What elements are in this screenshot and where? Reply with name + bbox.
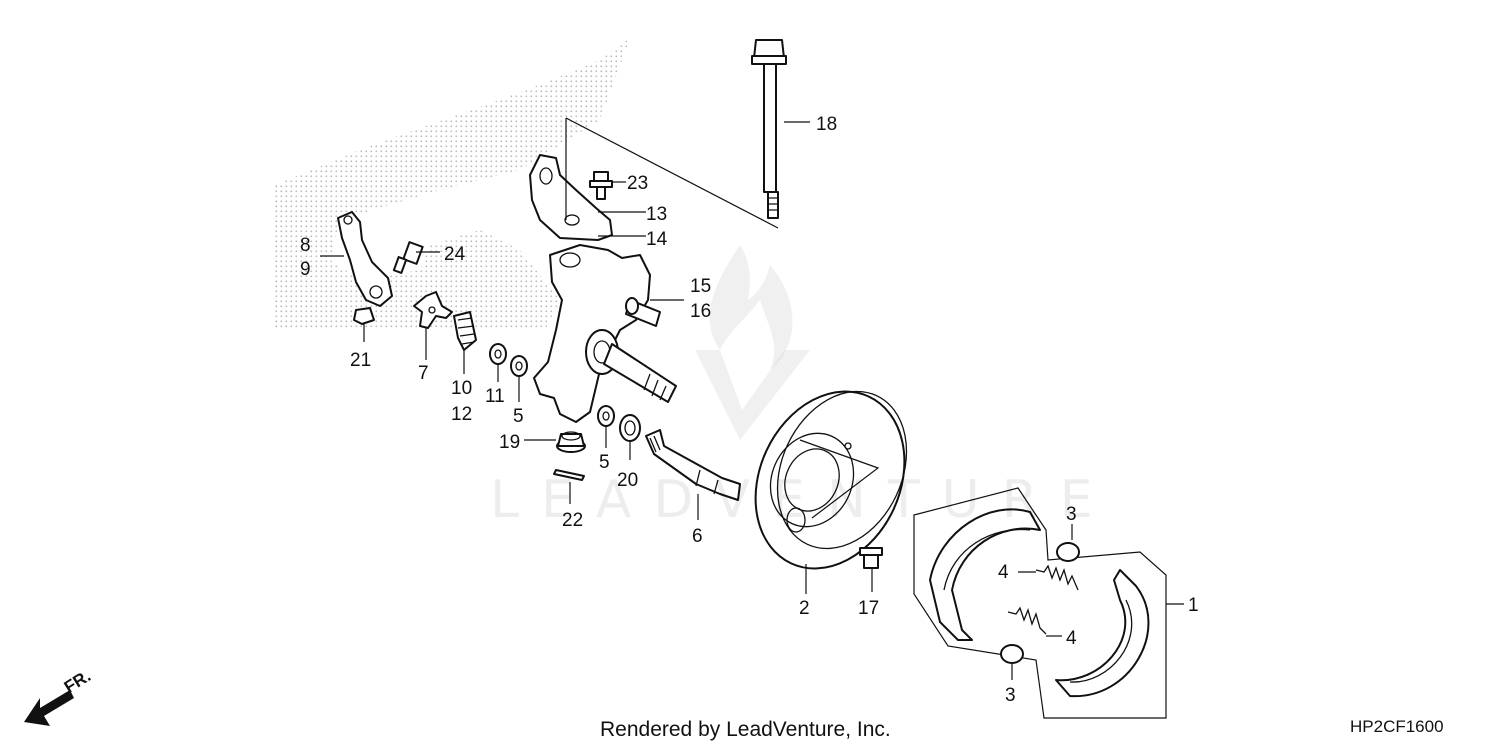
part-3-roller-lower — [1000, 644, 1024, 664]
callout-15: 15 — [690, 276, 711, 297]
callout-14: 14 — [646, 229, 668, 250]
callout-10: 10 — [451, 378, 472, 399]
callout-24: 24 — [444, 244, 466, 265]
callout-12: 12 — [451, 404, 472, 425]
callout-6: 6 — [692, 526, 703, 547]
part-5-ring-lower — [597, 405, 615, 427]
part-1-brake-shoe-left — [929, 508, 1041, 641]
part-22-pin — [553, 469, 585, 481]
rendered-by-credit: Rendered by LeadVenture, Inc. — [600, 718, 891, 741]
callout-21: 21 — [350, 350, 371, 371]
leader-lines — [320, 117, 1184, 680]
part-15-16-knuckle — [533, 244, 677, 423]
part-4-spring-lower — [1007, 606, 1047, 635]
part-1-brake-shoe-right — [1055, 569, 1150, 698]
callout-20: 20 — [617, 470, 638, 491]
callout-18: 18 — [816, 114, 837, 135]
part-2-brake-drum — [754, 390, 908, 570]
callout-1: 1 — [1188, 595, 1199, 616]
callout-11: 11 — [485, 386, 505, 407]
callout-3-lower: 3 — [1005, 685, 1016, 706]
part-19-cap-nut — [556, 431, 586, 453]
callout-3-upper: 3 — [1066, 504, 1077, 525]
watermark-v-icon — [695, 350, 810, 440]
part-21-nut — [353, 307, 375, 325]
callout-2: 2 — [799, 598, 810, 619]
part-24-bolt — [392, 241, 424, 274]
part-23-bolt — [589, 171, 613, 200]
callout-8: 8 — [300, 235, 311, 256]
callout-4-upper: 4 — [998, 562, 1009, 583]
part-8-9-arm — [337, 211, 393, 307]
part-5-ring-upper — [510, 355, 528, 377]
front-arrow-icon — [24, 690, 74, 726]
callout-17: 17 — [858, 598, 879, 619]
diagram-code: HP2CF1600 — [1350, 717, 1444, 736]
part-17-bolt — [859, 547, 883, 569]
callout-5-upper: 5 — [513, 406, 524, 427]
part-20-seal — [619, 414, 641, 442]
watermark-text: LEADVENTURE — [490, 470, 1115, 530]
callout-9: 9 — [300, 259, 311, 280]
brake-shoe-box — [913, 487, 1167, 719]
part-4-spring-upper — [1035, 564, 1079, 591]
part-10-12-spring — [453, 311, 477, 351]
callout-4-lower: 4 — [1066, 628, 1077, 649]
callout-23: 23 — [627, 173, 648, 194]
part-3-roller-upper — [1056, 542, 1080, 562]
part-18-bolt — [751, 39, 787, 219]
callout-13: 13 — [646, 204, 667, 225]
callout-5-lower: 5 — [599, 452, 610, 473]
callout-22: 22 — [562, 510, 583, 531]
callout-16: 16 — [690, 301, 711, 322]
frame-background — [275, 38, 630, 330]
part-13-14-bracket — [529, 154, 613, 241]
callout-labels: 18 23 13 14 8 9 24 15 16 21 7 10 12 11 5… — [300, 114, 1199, 706]
callout-19: 19 — [499, 432, 520, 453]
watermark-flame-icon — [709, 245, 793, 370]
callout-7: 7 — [418, 363, 429, 384]
part-7-plate — [413, 291, 453, 329]
part-6-shaft — [645, 429, 741, 501]
part-11-washer — [489, 343, 507, 365]
